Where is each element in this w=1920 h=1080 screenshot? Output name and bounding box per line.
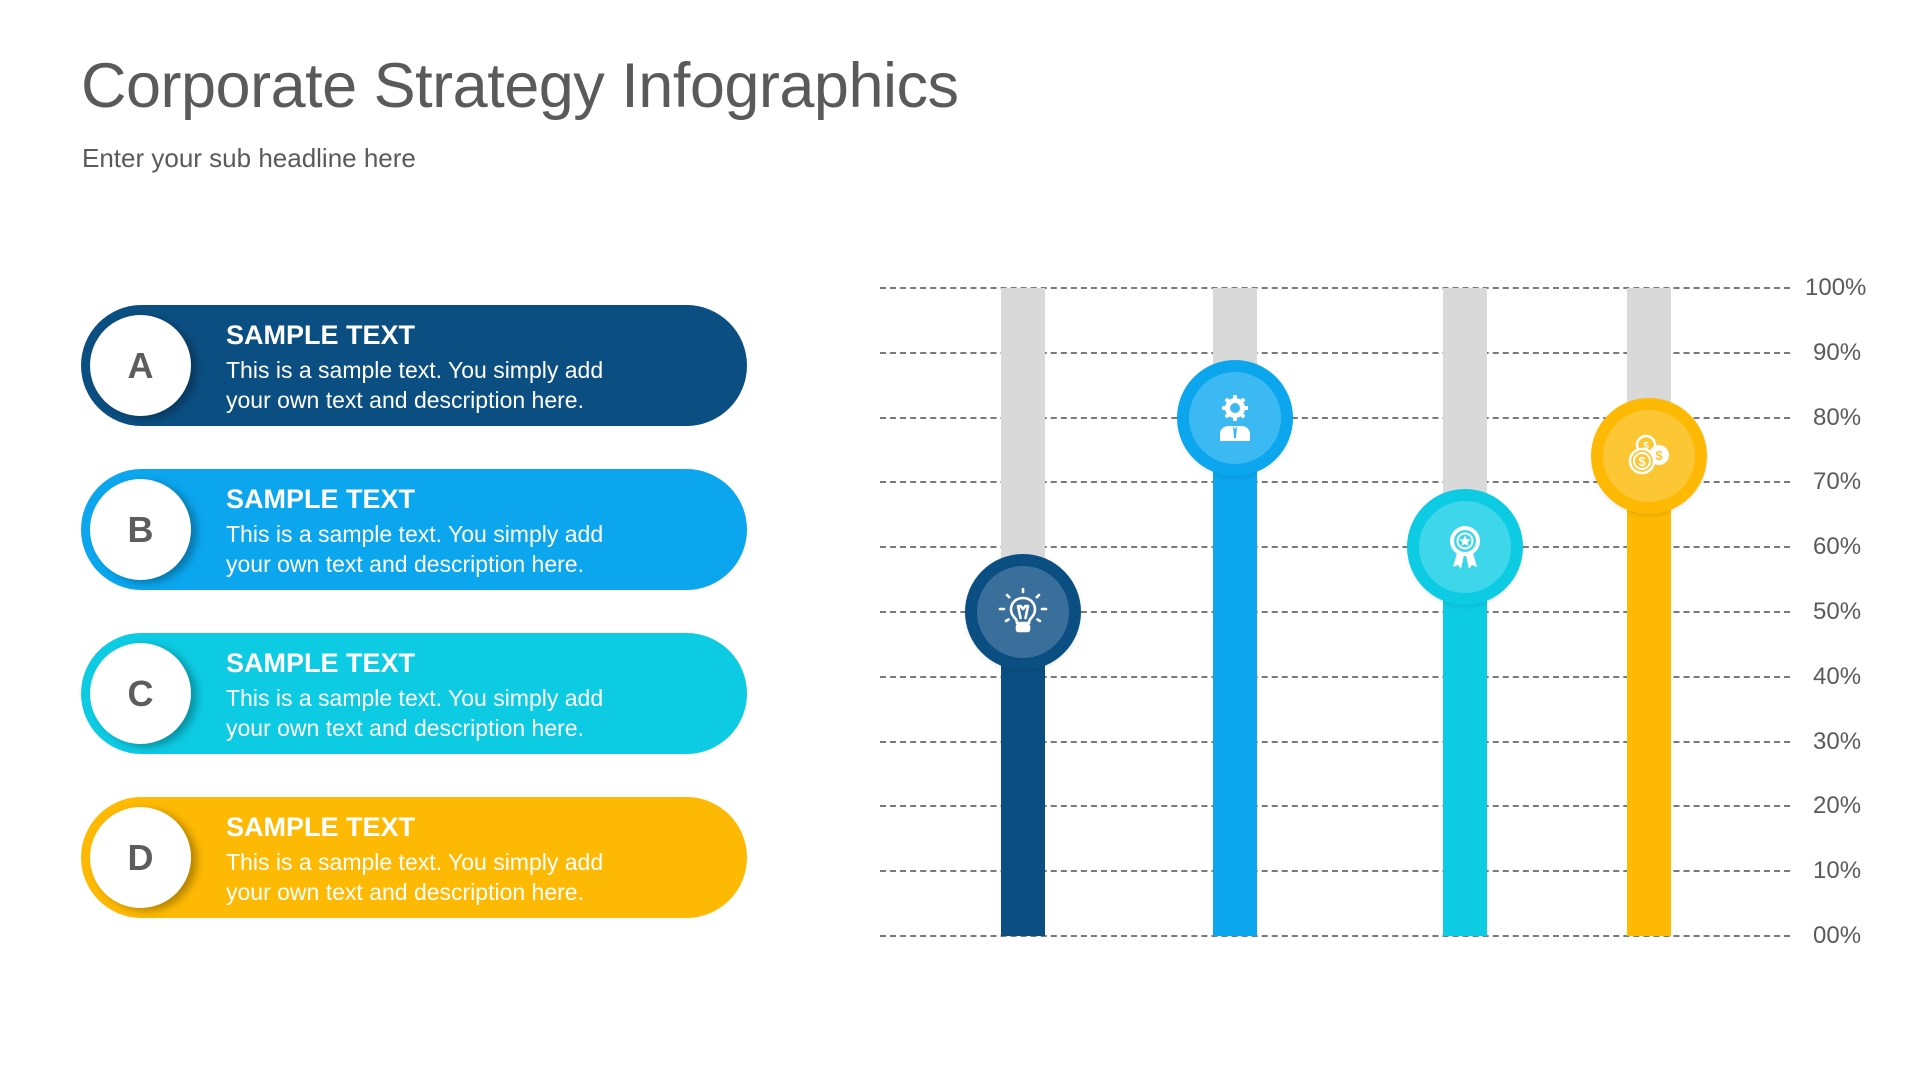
gridline xyxy=(880,351,1790,354)
svg-text:$: $ xyxy=(1655,448,1663,463)
bar-fill xyxy=(1213,417,1257,936)
gear-person-icon xyxy=(1220,394,1250,441)
lightbulb-icon xyxy=(998,587,1048,633)
item-card-a: A SAMPLE TEXT This is a sample text. You… xyxy=(81,305,747,426)
y-axis-tick-label: 20% xyxy=(1813,792,1862,820)
y-axis-tick-label: 80% xyxy=(1813,403,1862,431)
gridline xyxy=(880,870,1790,873)
y-axis-tick-label: 40% xyxy=(1813,662,1862,690)
gridline xyxy=(880,611,1790,613)
item-description: This is a sample text. You simply add yo… xyxy=(226,357,604,413)
svg-text:$: $ xyxy=(1638,454,1646,469)
page-subtitle: Enter your sub headline here xyxy=(82,143,416,173)
y-axis-tick-label: 70% xyxy=(1813,468,1862,496)
gridline xyxy=(880,675,1790,678)
svg-text:$: $ xyxy=(1643,441,1649,452)
y-axis-tick-label: 30% xyxy=(1813,727,1862,755)
item-badge: B xyxy=(90,479,191,580)
page-title: Corporate Strategy Infographics xyxy=(81,51,959,121)
item-badge: A xyxy=(90,315,191,416)
item-badge: D xyxy=(90,807,191,908)
gridline xyxy=(880,287,1790,289)
gridline xyxy=(880,481,1790,484)
bar-fill xyxy=(1443,547,1487,936)
coins-icon: $ $ $ xyxy=(1628,435,1669,475)
gridline xyxy=(880,546,1790,549)
item-badge: C xyxy=(90,643,191,744)
bar-marker xyxy=(1407,489,1523,606)
item-description: This is a sample text. You simply add yo… xyxy=(226,685,604,741)
item-heading: SAMPLE TEXT xyxy=(226,648,416,678)
item-description: This is a sample text. You simply add yo… xyxy=(226,849,604,905)
award-ribbon-icon xyxy=(1450,526,1480,570)
gridline xyxy=(880,416,1790,419)
item-card-d: D SAMPLE TEXT This is a sample text. You… xyxy=(81,797,747,918)
item-heading: SAMPLE TEXT xyxy=(226,320,416,350)
item-card-b: B SAMPLE TEXT This is a sample text. You… xyxy=(81,469,747,590)
y-axis-tick-label: 00% xyxy=(1813,922,1862,949)
y-axis-tick-label: 90% xyxy=(1813,338,1862,366)
y-axis-tick-label: 100% xyxy=(1805,274,1867,301)
gridline xyxy=(880,935,1790,937)
gridline xyxy=(880,805,1790,808)
item-description: This is a sample text. You simply add yo… xyxy=(226,521,604,577)
y-axis-tick-label: 60% xyxy=(1813,533,1862,561)
item-heading: SAMPLE TEXT xyxy=(226,484,416,514)
gridline xyxy=(880,740,1790,743)
item-card-c: C SAMPLE TEXT This is a sample text. You… xyxy=(81,633,747,754)
bar-fill xyxy=(1627,456,1671,936)
y-axis-tick-label: 10% xyxy=(1813,857,1862,885)
y-axis-tick-label: 50% xyxy=(1813,598,1862,625)
bar-marker xyxy=(965,554,1081,670)
item-heading: SAMPLE TEXT xyxy=(226,812,416,842)
bar-marker xyxy=(1177,359,1293,476)
bar-marker: $ $ $ xyxy=(1591,398,1707,515)
